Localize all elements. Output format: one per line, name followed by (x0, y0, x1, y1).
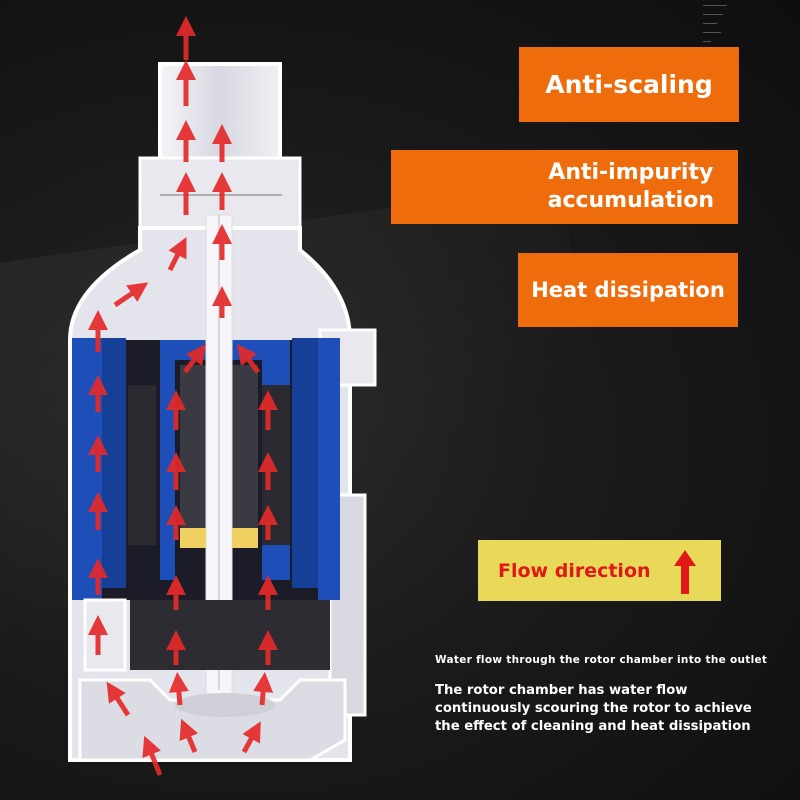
red-up-arrow-icon (674, 550, 696, 594)
anti-scaling-label: Anti-scaling (545, 70, 713, 99)
flow-direction-legend: Flow direction (478, 540, 721, 601)
anti-impurity-label: Anti-impurity accumulation (548, 159, 714, 215)
anti-impurity-badge: Anti-impurity accumulation (391, 150, 738, 224)
caption-heading: Water flow through the rotor chamber int… (435, 654, 768, 666)
anti-scaling-badge: Anti-scaling (519, 47, 739, 122)
anti-impurity-line2: accumulation (547, 188, 714, 213)
heat-dissipation-badge: Heat dissipation (518, 253, 738, 327)
flow-direction-label: Flow direction (498, 559, 651, 582)
anti-impurity-line1: Anti-impurity (548, 160, 714, 185)
heat-dissipation-label: Heat dissipation (531, 278, 725, 302)
caption-body: The rotor chamber has water flow continu… (435, 683, 752, 734)
